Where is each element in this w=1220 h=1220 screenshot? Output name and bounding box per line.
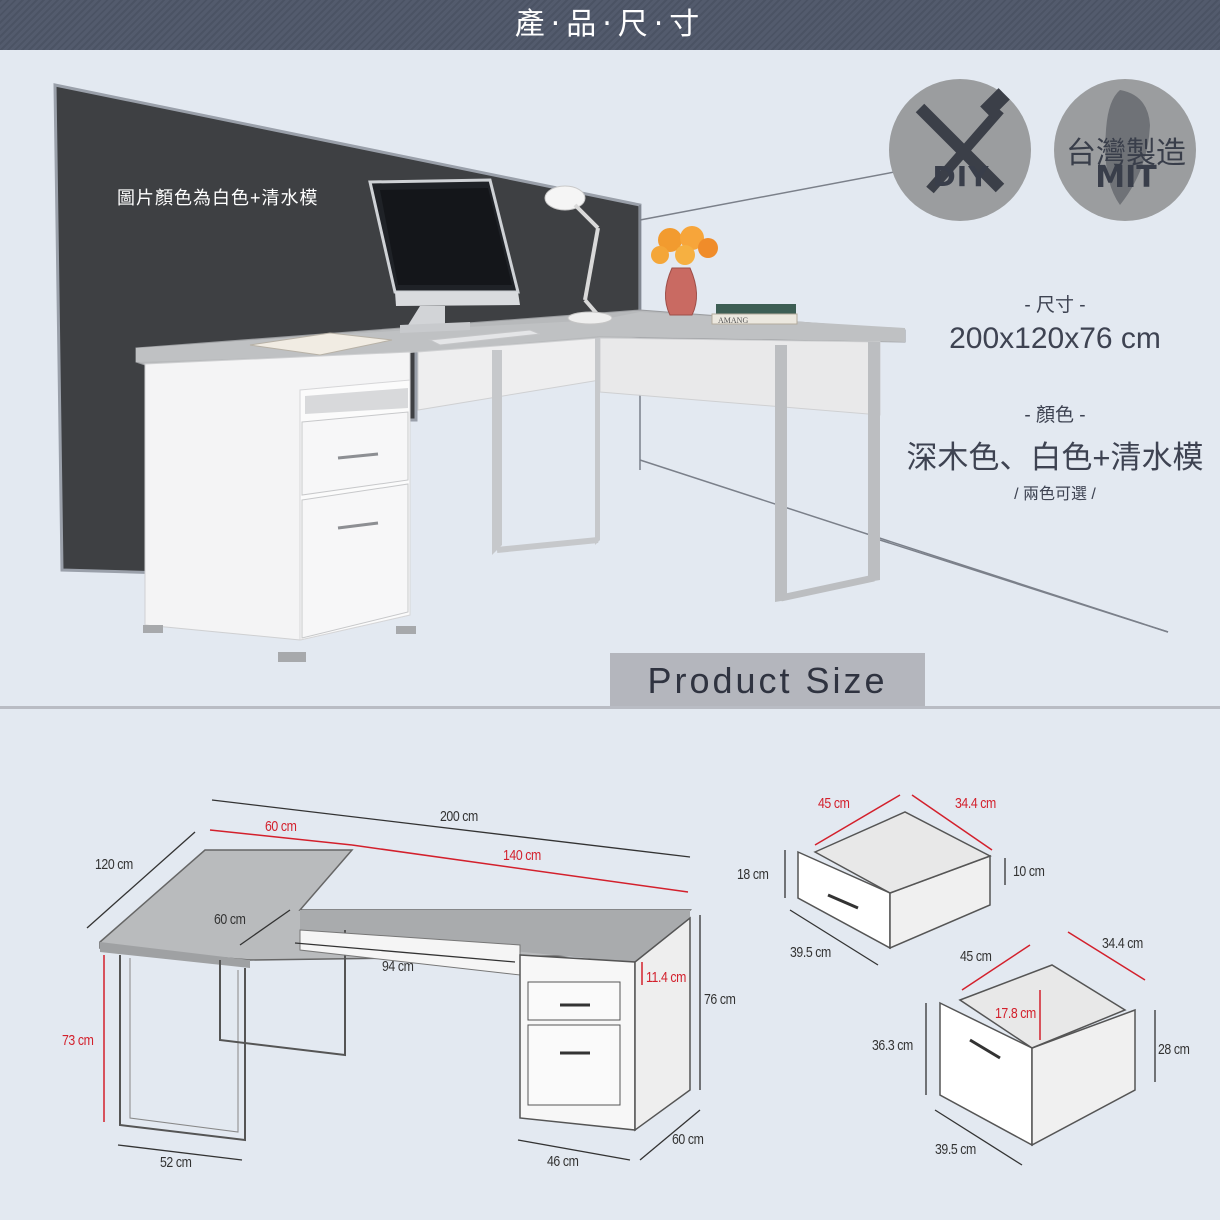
product-size-heading: Product Size bbox=[610, 653, 925, 708]
taiwan-icon bbox=[1105, 90, 1150, 205]
dim-desk-length: 200 cm bbox=[440, 808, 478, 825]
dim-small-drawer-front-height: 18 cm bbox=[737, 866, 769, 883]
photo-color-note: 圖片顏色為白色+清水模 bbox=[117, 188, 319, 208]
diy-label: DIY bbox=[932, 160, 990, 193]
desk-lamp bbox=[544, 185, 586, 211]
dim-large-drawer-inner-height: 17.8 cm bbox=[995, 1005, 1036, 1022]
flower-vase bbox=[665, 267, 697, 316]
dim-right-top-length: 140 cm bbox=[503, 847, 541, 864]
top-banner bbox=[0, 0, 1220, 50]
dim-large-drawer-side-height: 28 cm bbox=[1158, 1041, 1190, 1058]
desk-diagram bbox=[86, 799, 701, 1161]
dim-large-drawer-width: 45 cm bbox=[960, 948, 992, 965]
dim-leg-height: 73 cm bbox=[62, 1032, 94, 1049]
dim-cabinet-depth: 60 cm bbox=[672, 1131, 704, 1148]
banner-title: 產‧品‧尺‧寸 bbox=[514, 7, 706, 42]
dim-leg-width: 52 cm bbox=[160, 1154, 192, 1171]
dim-left-top-width: 60 cm bbox=[265, 818, 297, 835]
dim-small-drawer-front-width: 39.5 cm bbox=[790, 944, 831, 961]
size-label: - 尺寸 - bbox=[1024, 295, 1086, 316]
color-value: 深木色、白色+清水模 bbox=[906, 440, 1204, 475]
tools-icon bbox=[915, 88, 1010, 194]
dim-large-drawer-front-height: 36.3 cm bbox=[872, 1037, 913, 1054]
dim-large-drawer-depth: 34.4 cm bbox=[1102, 935, 1143, 952]
dim-cabinet-width: 46 cm bbox=[547, 1153, 579, 1170]
dim-shelf-height: 11.4 cm bbox=[646, 969, 686, 986]
book-spine-text: AMANG bbox=[718, 316, 748, 325]
large-drawer-diagram bbox=[925, 931, 1156, 1166]
dim-inner-depth: 60 cm bbox=[214, 911, 246, 928]
dim-small-drawer-inner-height: 10 cm bbox=[1013, 863, 1045, 880]
mit-label: MIT bbox=[1095, 160, 1157, 195]
right-apron bbox=[599, 337, 881, 416]
dim-small-drawer-width: 45 cm bbox=[818, 795, 850, 812]
dim-small-drawer-depth: 34.4 cm bbox=[955, 795, 996, 812]
open-book bbox=[249, 332, 393, 356]
color-label: - 顏色 - bbox=[1024, 405, 1086, 426]
section-divider bbox=[0, 706, 1220, 709]
dim-inner-span: 94 cm bbox=[382, 958, 414, 975]
size-value: 200x120x76 cm bbox=[949, 322, 1161, 355]
mit-top-label: 台灣製造 bbox=[1066, 136, 1186, 171]
color-note: / 兩色可選 / bbox=[1014, 486, 1096, 503]
dim-side-depth: 120 cm bbox=[95, 856, 133, 873]
dim-total-height: 76 cm bbox=[704, 991, 736, 1008]
dim-large-drawer-front-width: 39.5 cm bbox=[935, 1141, 976, 1158]
small-drawer-diagram bbox=[784, 794, 1006, 966]
